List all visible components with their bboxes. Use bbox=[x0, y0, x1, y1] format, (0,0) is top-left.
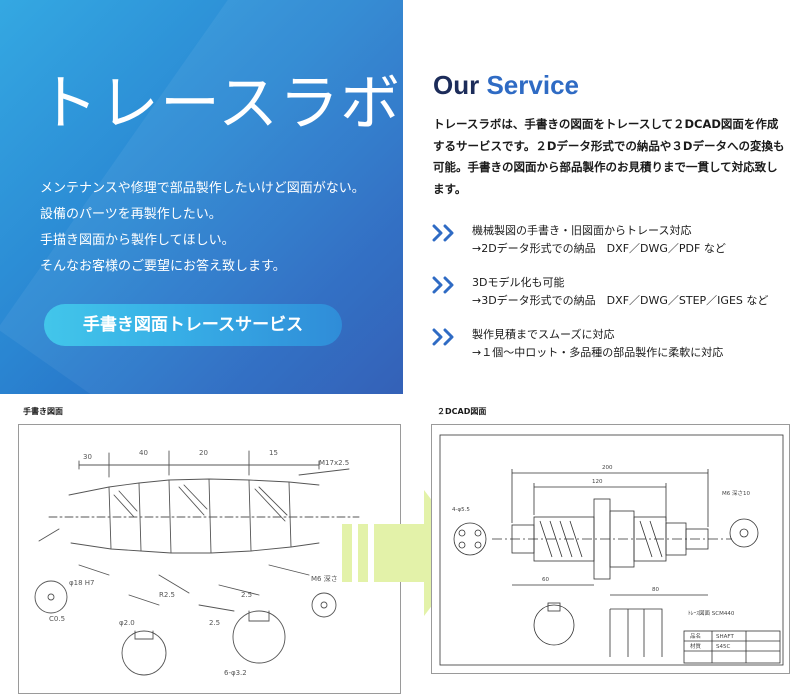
cad-caption: ２DCAD図面 bbox=[437, 407, 487, 416]
svg-text:60: 60 bbox=[542, 577, 549, 583]
hero-copy: メンテナンスや修理で部品製作したいけど図面がない。 設備のパーツを再製作したい。… bbox=[40, 176, 380, 280]
svg-text:4-φ5.5: 4-φ5.5 bbox=[452, 507, 470, 513]
hero-line: 手描き図面から製作してほしい。 bbox=[40, 233, 235, 248]
feature-title: 機械製図の手書き・旧図面からトレース対応 bbox=[472, 224, 692, 237]
svg-text:M17x2.5: M17x2.5 bbox=[319, 459, 349, 467]
service-description: トレースラボは、手書きの図面をトレースして２DCAD図面を作成するサービスです。… bbox=[433, 117, 785, 196]
svg-text:SHAFT: SHAFT bbox=[716, 634, 734, 640]
svg-text:40: 40 bbox=[139, 449, 148, 457]
svg-text:材質: 材質 bbox=[690, 642, 702, 650]
svg-text:2.5: 2.5 bbox=[209, 619, 220, 627]
svg-text:M6 深さ: M6 深さ bbox=[311, 574, 338, 583]
feature-detail: →2Dデータ形式での納品 DXF／DWG／PDF など bbox=[472, 242, 726, 255]
svg-text:15: 15 bbox=[269, 449, 278, 457]
svg-text:S45C: S45C bbox=[716, 644, 730, 650]
svg-text:30: 30 bbox=[83, 453, 92, 461]
hero-title: トレースラボ bbox=[38, 69, 401, 139]
svg-text:2.5: 2.5 bbox=[241, 591, 252, 599]
svg-text:80: 80 bbox=[652, 587, 659, 593]
svg-text:R2.5: R2.5 bbox=[159, 591, 175, 599]
svg-text:6-φ3.2: 6-φ3.2 bbox=[224, 669, 247, 677]
double-chevron-icon bbox=[432, 224, 454, 242]
svg-text:20: 20 bbox=[199, 449, 208, 457]
trace-service-button[interactable]: 手書き図面トレースサービス bbox=[44, 304, 342, 346]
svg-text:200: 200 bbox=[602, 465, 613, 471]
feature-title: 3Dモデル化も可能 bbox=[472, 276, 565, 289]
service-title: Our Service bbox=[433, 70, 788, 100]
svg-text:C0.5: C0.5 bbox=[49, 615, 65, 623]
feature-title: 製作見積までスムーズに対応 bbox=[472, 328, 615, 341]
feature-detail: →１個～中ロット・多品種の部品製作に柔軟に対応 bbox=[472, 346, 724, 359]
feature-detail: →3Dデータ形式での納品 DXF／DWG／STEP／IGES など bbox=[472, 294, 769, 307]
svg-text:ﾄﾚｰｽ図面 SCM440: ﾄﾚｰｽ図面 SCM440 bbox=[688, 610, 735, 617]
service-section: Our Service トレースラボは、手書きの図面をトレースして２DCAD図面… bbox=[433, 70, 788, 200]
svg-text:品名: 品名 bbox=[690, 632, 701, 640]
svg-text:φ18 H7: φ18 H7 bbox=[69, 579, 94, 587]
service-title-service: Service bbox=[486, 70, 579, 100]
svg-text:φ2.0: φ2.0 bbox=[119, 619, 135, 627]
double-chevron-icon bbox=[432, 328, 454, 346]
hero-line: 設備のパーツを再製作したい。 bbox=[40, 207, 222, 222]
hero-line: メンテナンスや修理で部品製作したいけど図面がない。 bbox=[40, 181, 365, 196]
hero-banner: トレースラボ メンテナンスや修理で部品製作したいけど図面がない。 設備のパーツを… bbox=[0, 0, 403, 394]
handdrawn-caption: 手書き図面 bbox=[23, 407, 63, 416]
service-title-our: Our bbox=[433, 70, 480, 100]
hero-line: そんなお客様のご要望にお答え致します。 bbox=[40, 259, 286, 274]
svg-text:M6 深さ10: M6 深さ10 bbox=[722, 489, 750, 497]
double-chevron-icon bbox=[432, 276, 454, 294]
svg-text:120: 120 bbox=[592, 479, 603, 485]
